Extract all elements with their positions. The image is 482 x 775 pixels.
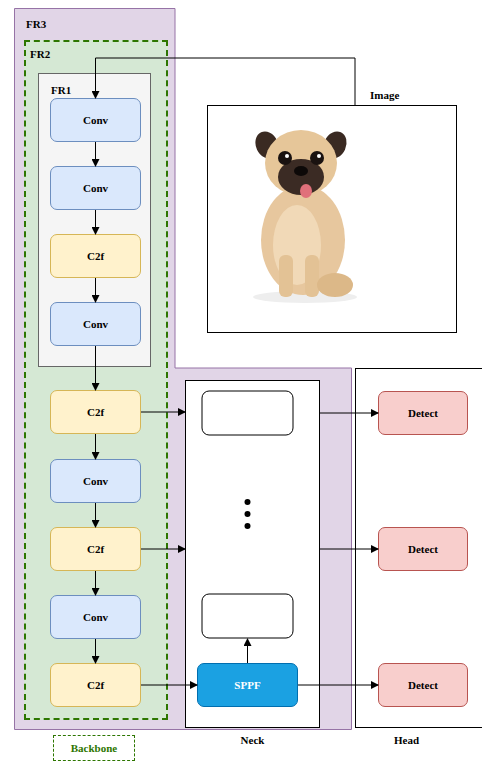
conv-block: Conv xyxy=(50,302,141,346)
pug-leg xyxy=(279,255,293,297)
backbone-legend-box: Backbone xyxy=(53,735,135,761)
flow-arrow xyxy=(95,571,96,595)
block-label: Conv xyxy=(83,610,108,624)
pug-eye-shine xyxy=(285,154,289,158)
block-label: Conv xyxy=(83,317,108,331)
fr3-region: FR3FR2FR1ConvConvC2fConvC2fConvC2fConvC2… xyxy=(14,8,352,730)
c2f-block: C2f xyxy=(50,663,141,707)
ellipsis-dot xyxy=(245,499,251,505)
flow-arrow xyxy=(95,434,96,459)
block-label: Detect xyxy=(408,542,438,556)
detect-block: Detect xyxy=(378,663,468,707)
flow-arrow xyxy=(95,639,96,663)
detect-block: Detect xyxy=(378,527,468,571)
pug-tongue xyxy=(300,184,312,198)
block-label: Detect xyxy=(408,406,438,420)
conv-block: Conv xyxy=(50,459,141,503)
pug-eye-shine xyxy=(317,154,321,158)
flow-arrow xyxy=(95,210,96,234)
conv-block: Conv xyxy=(50,98,141,142)
block-label: Conv xyxy=(83,474,108,488)
fr1-region: FR1ConvConvC2fConv xyxy=(38,73,151,367)
pug-head xyxy=(265,130,337,196)
block-label: Backbone xyxy=(71,741,117,755)
head-panel: HeadDetectDetectDetect xyxy=(355,368,482,728)
block-label: C2f xyxy=(87,542,104,556)
block-label: SPPF xyxy=(234,678,260,692)
flow-arrow xyxy=(96,58,356,105)
block-label: C2f xyxy=(87,405,104,419)
block-label: Detect xyxy=(408,678,438,692)
flow-arrow xyxy=(95,346,96,390)
pug-eye xyxy=(278,151,292,165)
pug-illustration xyxy=(251,128,357,303)
region-label: FR2 xyxy=(30,47,50,61)
flow-arrow xyxy=(298,685,378,686)
block-label: Conv xyxy=(83,113,108,127)
empty-neck-box xyxy=(202,594,293,638)
block-label: C2f xyxy=(87,249,104,263)
fr3-shape xyxy=(15,9,352,730)
region-label: Neck xyxy=(186,733,319,747)
ellipsis-dot xyxy=(245,523,251,529)
region-label: Image xyxy=(370,88,399,102)
c2f-block: C2f xyxy=(50,527,141,571)
pug-nose xyxy=(294,166,308,176)
pug-leg xyxy=(305,255,319,297)
flow-arrow xyxy=(320,549,378,550)
c2f-block: C2f xyxy=(50,234,141,278)
flow-arrow xyxy=(95,503,96,527)
sppf-block: SPPF xyxy=(197,663,298,707)
flow-arrow xyxy=(95,278,96,302)
region-label: FR3 xyxy=(26,17,46,31)
region-label: FR1 xyxy=(51,83,71,97)
c2f-block: C2f xyxy=(50,390,141,434)
flow-arrow xyxy=(95,142,96,166)
flow-arrow xyxy=(141,685,197,686)
block-label: C2f xyxy=(87,678,104,692)
region-label: Head xyxy=(343,733,470,747)
ellipsis-dot xyxy=(245,511,251,517)
flow-arrow xyxy=(141,412,185,413)
neck-arrow xyxy=(247,639,248,663)
conv-block: Conv xyxy=(50,166,141,210)
detect-block: Detect xyxy=(378,391,468,435)
flow-arrow xyxy=(320,413,378,414)
block-label: Conv xyxy=(83,181,108,195)
pug-eye xyxy=(310,151,324,165)
conv-block: Conv xyxy=(50,595,141,639)
flow-arrow xyxy=(141,549,185,550)
empty-neck-box xyxy=(202,391,293,435)
pug-haunch xyxy=(317,273,353,297)
